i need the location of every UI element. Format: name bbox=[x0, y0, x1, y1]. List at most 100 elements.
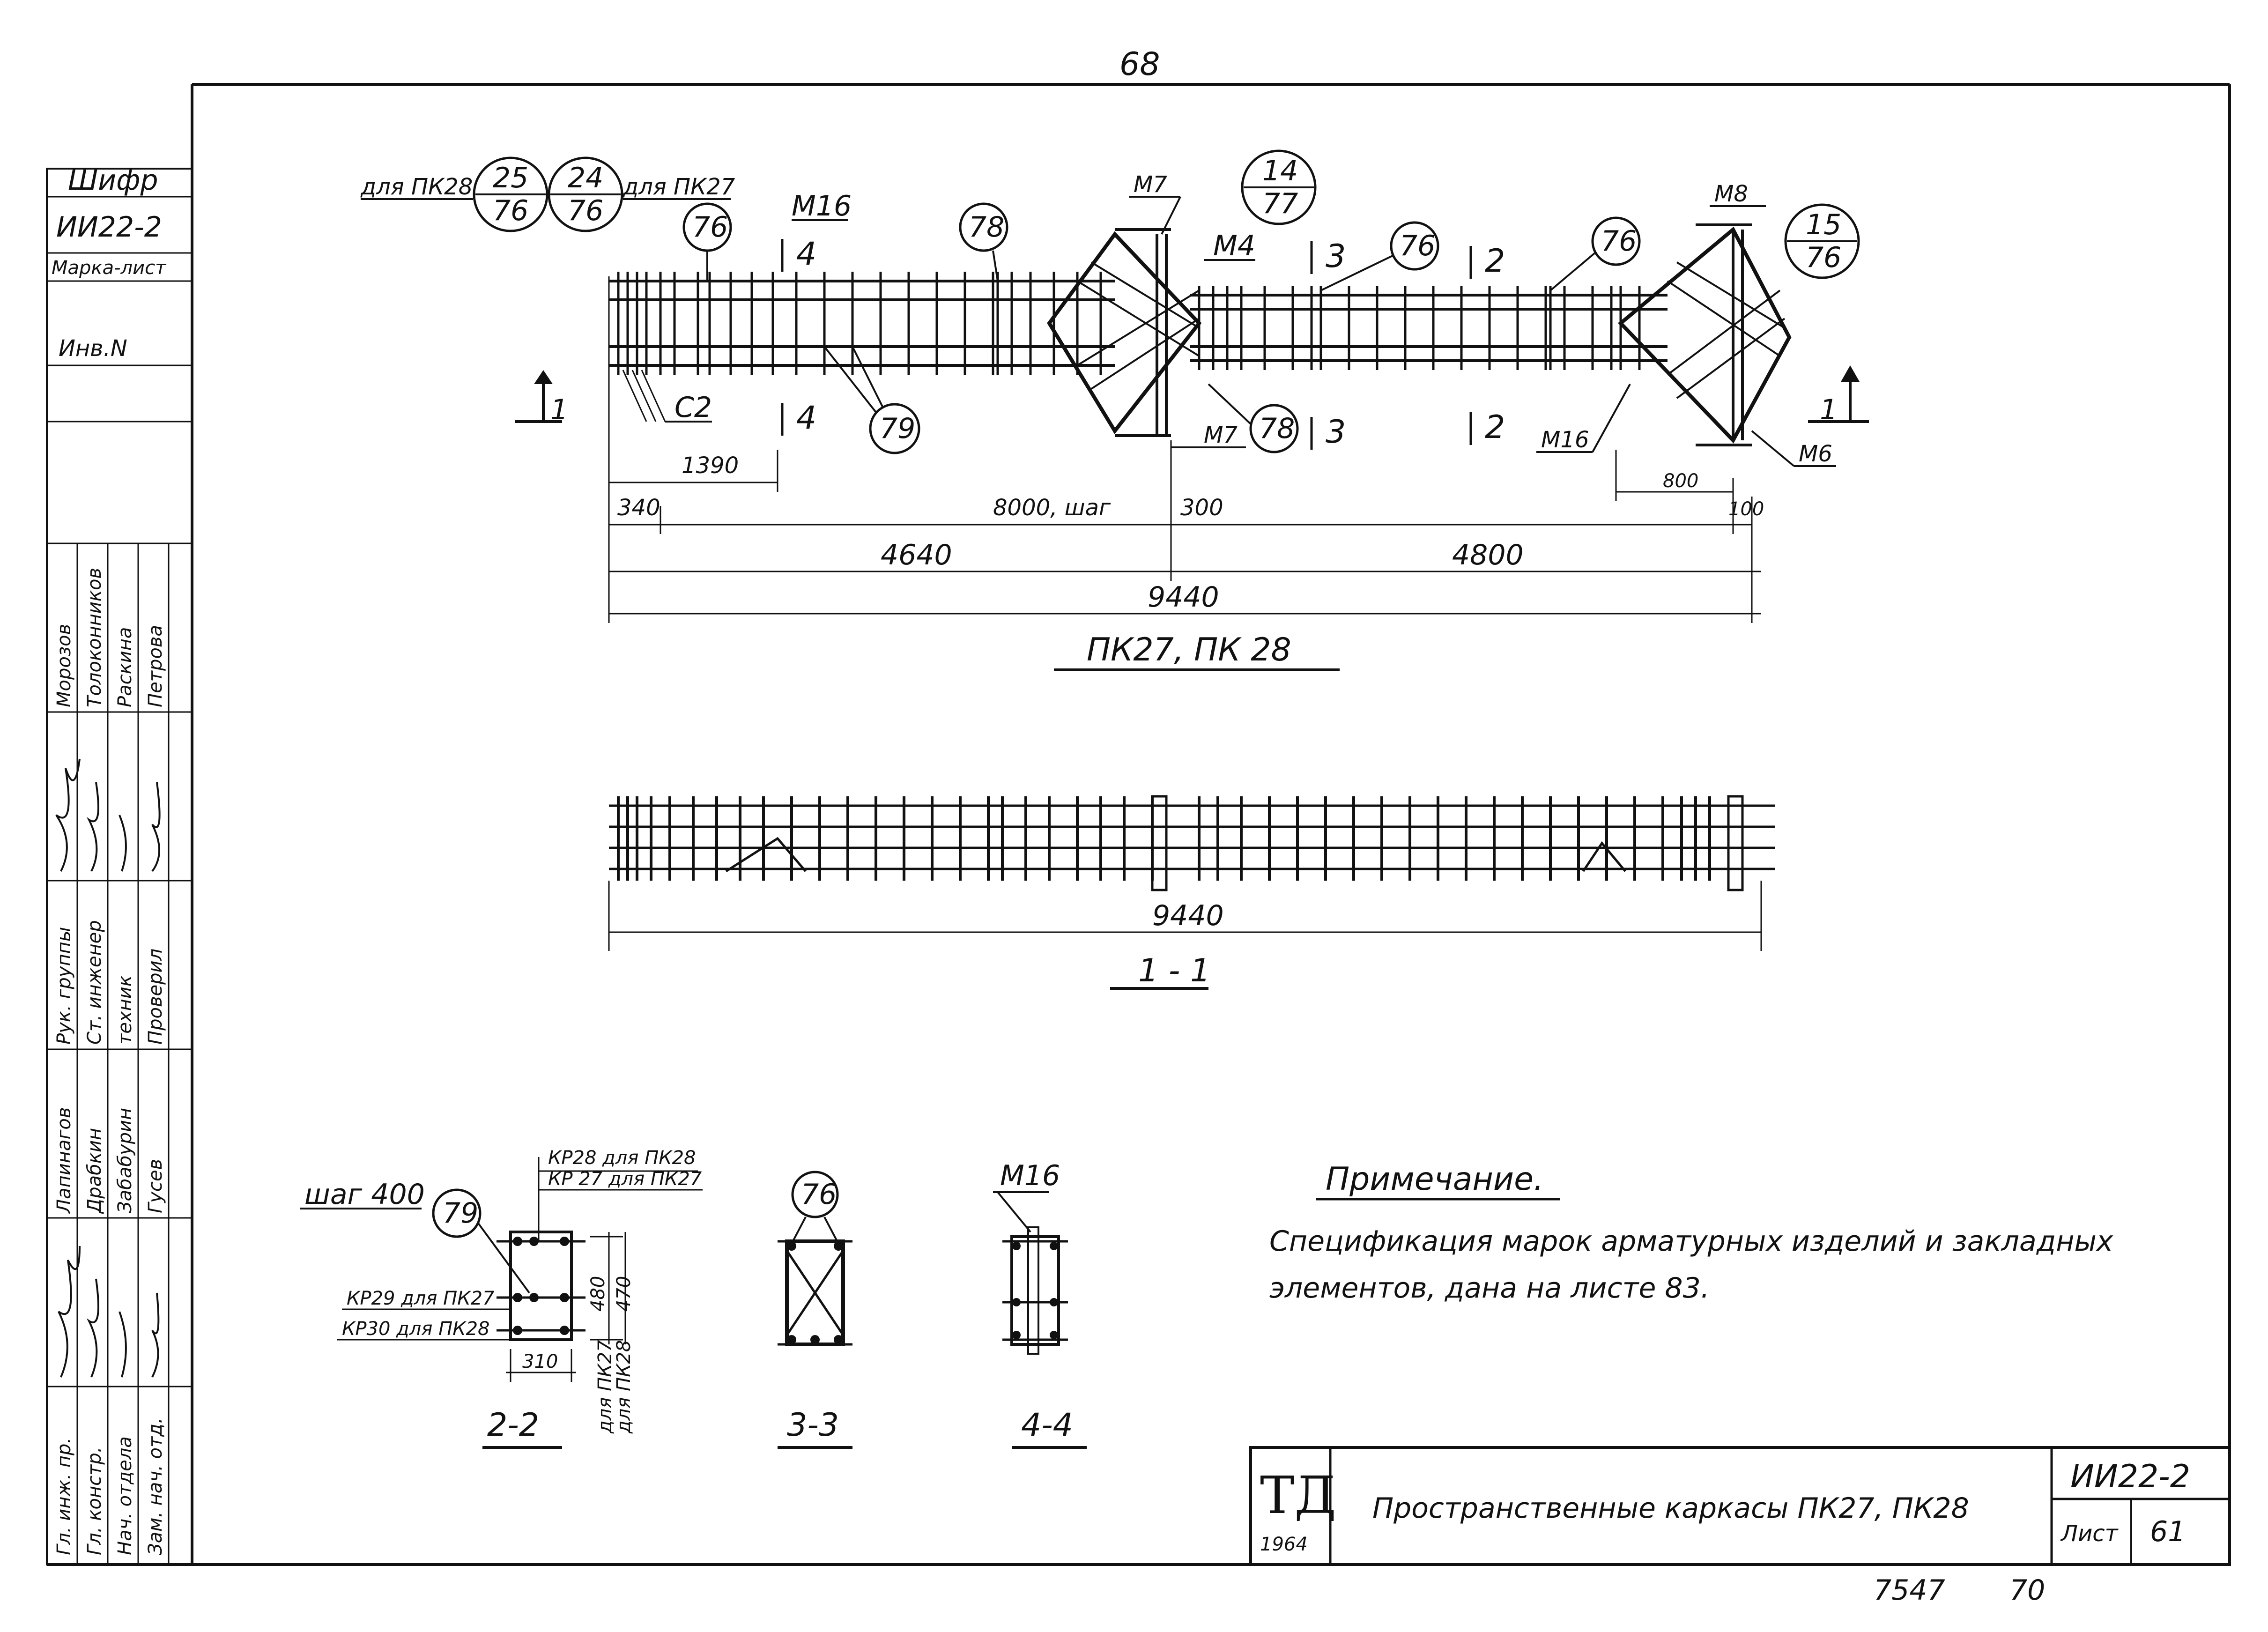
dim-4640: 4640 bbox=[881, 539, 952, 571]
section-3-top: 3 bbox=[1326, 238, 1346, 275]
mark-text: 76 bbox=[692, 211, 728, 244]
section-marker-1-right: 1 bbox=[1808, 365, 1869, 426]
mark-text: 78 bbox=[969, 211, 1004, 244]
mark-79: 79 bbox=[823, 346, 920, 454]
section-2-bot: 2 bbox=[1485, 409, 1505, 446]
label-m4: М4 bbox=[1213, 230, 1255, 262]
left-stamp: Шифр ИИ22-2 Марка-лист Инв.N Рук. группы… bbox=[46, 164, 193, 1565]
title-block: ТД 1964 Пространственные каркасы ПК27, П… bbox=[1249, 1446, 2231, 1566]
dim-8000: 8000, шаг bbox=[993, 495, 1111, 521]
section-2-top: 2 bbox=[1485, 243, 1505, 280]
label-m6: М6 bbox=[1799, 441, 1832, 467]
staff-name: Петрова bbox=[145, 625, 166, 707]
section-mark-3: 3 3 bbox=[1310, 238, 1346, 451]
marka-list-label: Марка-лист bbox=[52, 257, 167, 279]
mark-text: 76 bbox=[1400, 230, 1435, 262]
section-marker-1-left: 1 bbox=[515, 370, 568, 426]
dim-340: 340 bbox=[617, 495, 660, 521]
callout-for-pk28: для ПК28 bbox=[360, 174, 473, 200]
note-heading: Примечание. bbox=[1326, 1161, 1544, 1198]
sheet-label: Лист bbox=[2060, 1521, 2119, 1547]
section-1-1: 9440 1 - 1 bbox=[608, 795, 1775, 990]
bottom-number-1: 7547 bbox=[1874, 1574, 1945, 1607]
label-m7-top: М7 bbox=[1134, 171, 1167, 198]
staff-role: Гл. инж. пр. bbox=[53, 1438, 75, 1555]
staff-name: Лапинагов bbox=[53, 1107, 75, 1214]
org-logo: ТД bbox=[1260, 1465, 1336, 1525]
dim-100: 100 bbox=[1728, 498, 1764, 520]
section-1-right-num: 1 bbox=[1820, 393, 1838, 426]
height-480: 480 bbox=[587, 1276, 609, 1312]
stirrups-left bbox=[617, 272, 1102, 375]
mark-76-c: 76 bbox=[1549, 216, 1641, 291]
org-year: 1964 bbox=[1260, 1534, 1308, 1555]
bubble-top: 25 bbox=[493, 162, 528, 194]
stirrups-middle bbox=[1198, 286, 1641, 370]
note-line-1: Спецификация марок арматурных изделий и … bbox=[1269, 1225, 2113, 1258]
staff-name: Раскина bbox=[114, 627, 136, 707]
label-m16-b: М16 bbox=[1541, 427, 1589, 453]
shifr-label: Шифр bbox=[68, 164, 158, 197]
kr28-label: КР28 для ПК28 bbox=[548, 1147, 696, 1169]
mark-78-a: 78 bbox=[959, 202, 1008, 282]
dim-1390: 1390 bbox=[682, 453, 739, 479]
staff-role: Проверил bbox=[145, 949, 166, 1045]
note-line-2: элементов, дана на листе 83. bbox=[1269, 1272, 1710, 1305]
staff-role: Гл. констр. bbox=[84, 1447, 105, 1555]
bubble-25-76: 25 76 bbox=[473, 156, 548, 232]
label-m16-a: М16 bbox=[792, 190, 852, 223]
section-3-3: 76 3-3 bbox=[778, 1171, 852, 1449]
callout-for-pk27: для ПК27 bbox=[623, 174, 735, 200]
section-1-1-title: 1 - 1 bbox=[1138, 952, 1210, 989]
section-1-1-length: 9440 bbox=[1152, 899, 1224, 932]
section-1-left-num: 1 bbox=[550, 393, 568, 426]
bubble-top: 14 bbox=[1262, 155, 1298, 187]
dim-800: 800 bbox=[1663, 470, 1698, 492]
staff-name: Толоконников bbox=[84, 568, 105, 707]
bubble-top: 24 bbox=[568, 162, 603, 194]
mark-text: 78 bbox=[1259, 412, 1295, 445]
section-3-bot: 3 bbox=[1326, 414, 1346, 451]
section-2-2: КР28 для ПК28 КР 27 для ПК27 шаг 400 79 … bbox=[300, 1147, 703, 1449]
bubble-bottom: 76 bbox=[1806, 241, 1841, 274]
bubble-14-77: 14 77 bbox=[1241, 149, 1317, 225]
staff-name: Морозов bbox=[53, 624, 75, 707]
section-4-4-title: 4-4 bbox=[1021, 1407, 1073, 1444]
right-haunch bbox=[1618, 223, 1792, 446]
dim-300: 300 bbox=[1180, 495, 1223, 521]
staff-role: Ст. инженер bbox=[84, 920, 105, 1045]
bubble-15-76: 15 76 bbox=[1784, 203, 1860, 279]
section-4-bot: 4 bbox=[796, 400, 816, 437]
staff-role: техник bbox=[114, 975, 136, 1045]
mark-78-b: 78 bbox=[1208, 383, 1299, 453]
bubble-bottom: 76 bbox=[568, 194, 603, 227]
main-view-title: ПК27, ПК 28 bbox=[1087, 631, 1291, 668]
section-mark-4: 4 4 bbox=[781, 236, 816, 437]
bubble-bottom: 76 bbox=[493, 194, 528, 227]
staff-name: Гусев bbox=[145, 1159, 166, 1213]
step-label: шаг 400 bbox=[304, 1178, 425, 1211]
main-view: 1 1 для ПК28 для ПК27 25 76 24 76 14 bbox=[360, 149, 1869, 671]
signatures bbox=[55, 758, 161, 1378]
staff-role: Зам. нач. отд. bbox=[145, 1417, 166, 1555]
mark-76-a: 76 bbox=[682, 202, 732, 281]
dimension-lines bbox=[608, 276, 1761, 623]
for-pk27: для ПК27 bbox=[594, 1340, 616, 1434]
for-pk28: для ПК28 bbox=[613, 1340, 635, 1434]
bubble-24-76: 24 76 bbox=[548, 156, 623, 232]
mark-text: 76 bbox=[1601, 225, 1637, 258]
bubble-top: 15 bbox=[1806, 208, 1841, 241]
left-haunch bbox=[1047, 228, 1202, 437]
dim-9440: 9440 bbox=[1148, 581, 1219, 614]
label-m7-bot: М7 bbox=[1204, 422, 1238, 448]
width-310: 310 bbox=[522, 1351, 558, 1372]
staff-name: Драбкин bbox=[84, 1128, 105, 1214]
kr27-label: КР 27 для ПК27 bbox=[548, 1168, 702, 1190]
mark-text: 79 bbox=[880, 412, 915, 445]
kr30-label: КР30 для ПК28 bbox=[342, 1318, 490, 1340]
section-3-3-title: 3-3 bbox=[787, 1407, 839, 1444]
section-4-4: М16 4-4 bbox=[993, 1159, 1087, 1449]
staff-role: Нач. отдела bbox=[114, 1436, 136, 1555]
section-4-top: 4 bbox=[796, 236, 816, 273]
